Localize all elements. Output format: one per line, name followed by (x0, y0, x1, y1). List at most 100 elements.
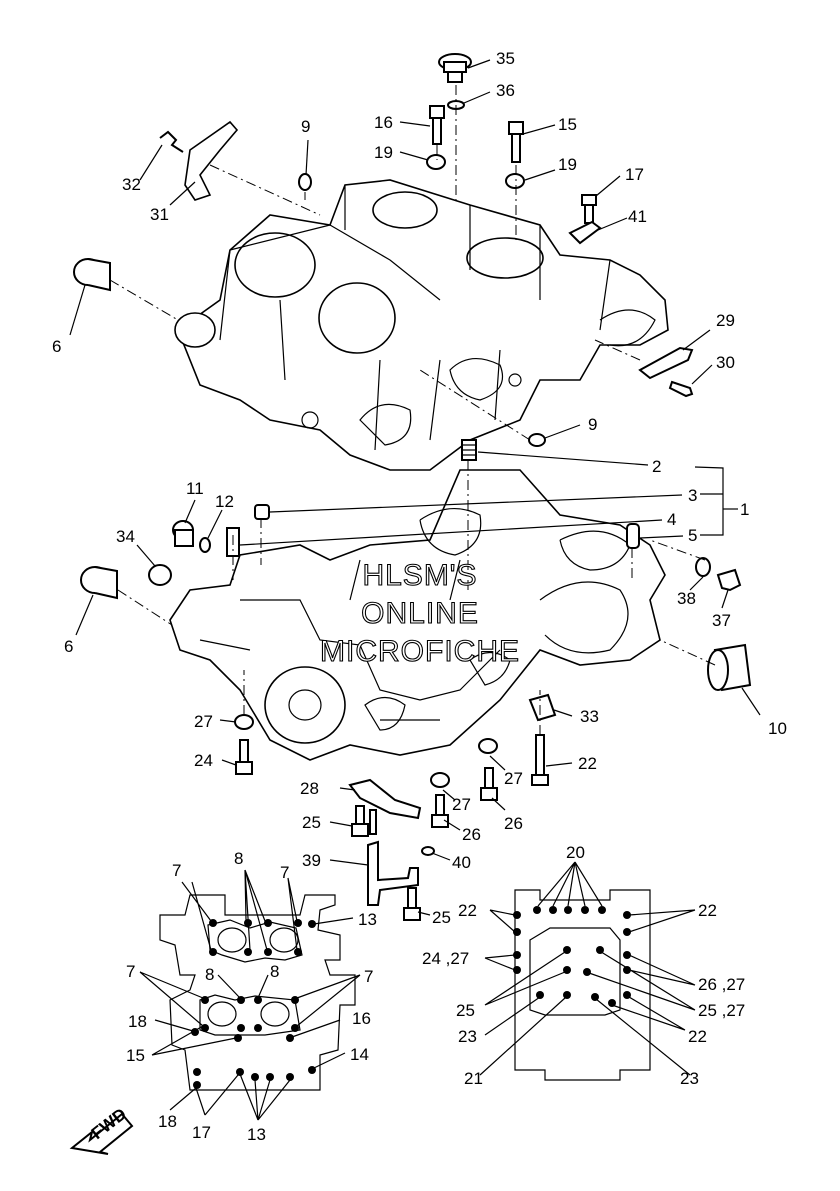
clamp-33 (528, 693, 557, 722)
plug-35 (438, 53, 472, 83)
callout-41: 41 (628, 207, 647, 226)
callout-39: 39 (302, 851, 321, 870)
callout-33: 33 (580, 707, 599, 726)
bracket-41 (568, 220, 602, 245)
callout-4: 4 (667, 510, 676, 529)
callout-27: 27 (504, 769, 523, 788)
callout-30: 30 (716, 353, 735, 372)
bolt-37 (716, 568, 742, 592)
callout-11: 11 (186, 479, 204, 498)
washer-27b (478, 738, 498, 754)
callout-22: 22 (698, 901, 717, 920)
plug-11 (172, 520, 194, 547)
callout-15: 15 (126, 1046, 145, 1065)
callout-40: 40 (452, 853, 471, 872)
callout-17: 17 (625, 165, 644, 184)
callout-23: 23 (458, 1027, 477, 1046)
bolt-16 (429, 105, 445, 145)
callout-38: 38 (677, 589, 696, 608)
bolt-25a (351, 805, 377, 837)
callout-18: 18 (128, 1012, 147, 1031)
callout-7: 7 (172, 861, 181, 880)
callout-22: 22 (458, 901, 477, 920)
screw-32 (159, 130, 184, 153)
watermark-line2: ONLINE (361, 597, 479, 630)
callout-8: 8 (205, 965, 214, 984)
fwd-arrow-icon: FWD (69, 1104, 134, 1155)
upper-crankcase (174, 179, 669, 471)
callout-27: 27 (452, 795, 471, 814)
bracket-29 (638, 346, 694, 380)
callout-31: 31 (150, 205, 169, 224)
pipe-39 (367, 840, 419, 906)
bolt-pattern-right (479, 861, 696, 1081)
bolt-17 (581, 194, 597, 224)
callout-19: 19 (374, 143, 393, 162)
o-ring-40 (421, 846, 435, 856)
callout-1: 1 (740, 500, 749, 519)
screw-30 (668, 380, 694, 398)
callout-labels: 35 36 16 15 9 19 19 17 41 32 31 6 29 30 … (52, 49, 787, 1144)
callout-20: 20 (566, 843, 585, 862)
washer-19b (505, 173, 525, 189)
washer-27c (430, 772, 450, 788)
leader-lines (69, 59, 761, 916)
assembly-lines (109, 85, 716, 735)
callout-7: 7 (364, 967, 373, 986)
plate-28 (348, 778, 422, 820)
dowel-6b (80, 566, 118, 600)
cover-31 (184, 120, 239, 201)
callout-21: 21 (464, 1069, 483, 1088)
callout-32: 32 (122, 175, 141, 194)
callout-22: 22 (578, 754, 597, 773)
callout-26: 26 (462, 825, 481, 844)
bolt-25b (403, 887, 421, 921)
callout-27: 27 (194, 712, 213, 731)
callout-25: 25 (302, 813, 321, 832)
watermark: HLSM'S ONLINE MICROFICHE (319, 558, 520, 668)
callout-26: 26 (504, 814, 523, 833)
callout-13: 13 (358, 910, 377, 929)
plug-34 (148, 564, 172, 586)
seal-10 (707, 643, 752, 692)
bolt-22 (531, 734, 549, 786)
callout-28: 28 (300, 779, 319, 798)
callout-6: 6 (52, 337, 61, 356)
plug-9a (298, 173, 312, 191)
bolt-pattern-left (139, 869, 361, 1121)
watermark-line3: MICROFICHE (320, 635, 520, 668)
callout-24: 24 (194, 751, 213, 770)
washer-27a (234, 714, 254, 730)
callout-16: 16 (374, 113, 393, 132)
callout-16: 16 (352, 1009, 371, 1028)
bolt-24 (235, 739, 253, 775)
callout-3: 3 (688, 486, 697, 505)
callout-17: 17 (192, 1123, 211, 1142)
callout-25: 25 (456, 1001, 475, 1020)
plug-3 (254, 504, 270, 520)
callout-7: 7 (126, 962, 135, 981)
bolt-26a (480, 767, 498, 801)
washer-19a (426, 154, 446, 170)
callout-22: 22 (688, 1027, 707, 1046)
o-ring-12 (199, 537, 211, 553)
callout-10: 10 (768, 719, 787, 738)
callout-34: 34 (116, 527, 135, 546)
callout-25-27: 25 ,27 (698, 1001, 745, 1020)
callout-15: 15 (558, 115, 577, 134)
callout-29: 29 (716, 311, 735, 330)
callout-13: 13 (247, 1125, 266, 1144)
callout-7: 7 (280, 863, 289, 882)
callout-9: 9 (588, 415, 597, 434)
callout-25: 25 (432, 908, 451, 927)
washer-38 (695, 557, 711, 577)
callout-26-27: 26 ,27 (698, 975, 745, 994)
callout-37: 37 (712, 611, 731, 630)
callout-19: 19 (558, 155, 577, 174)
callout-12: 12 (215, 492, 234, 511)
callout-8: 8 (270, 962, 279, 981)
callout-18: 18 (158, 1112, 177, 1131)
callout-24-27: 24 ,27 (422, 949, 469, 968)
callout-14: 14 (350, 1045, 369, 1064)
